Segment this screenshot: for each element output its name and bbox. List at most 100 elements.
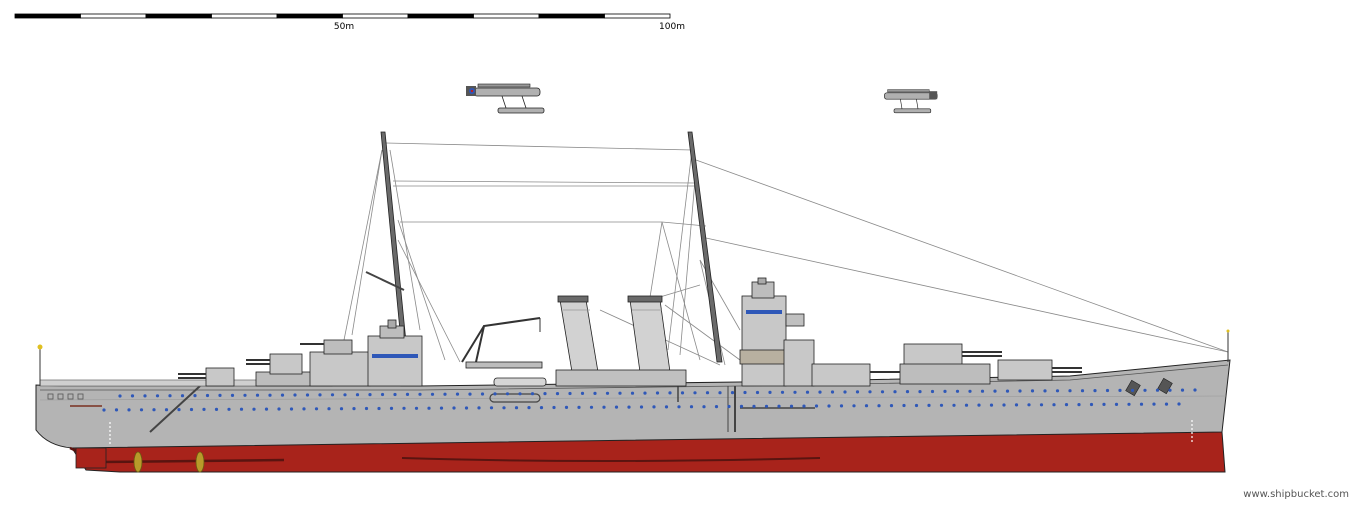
scale-bar-segment	[145, 13, 212, 19]
porthole	[993, 389, 997, 393]
scale-bar-segment	[473, 13, 540, 19]
porthole	[280, 393, 285, 397]
porthole	[764, 404, 769, 408]
porthole	[718, 391, 722, 395]
porthole	[802, 404, 806, 408]
porthole	[889, 404, 894, 408]
scale-bar-segment	[211, 13, 278, 19]
porthole	[177, 408, 181, 412]
porthole	[668, 391, 672, 395]
porthole	[1027, 403, 1031, 407]
porthole	[1064, 403, 1069, 407]
porthole	[1164, 402, 1169, 406]
aft-superstructure	[300, 319, 423, 387]
porthole	[205, 393, 210, 398]
turret-a	[997, 359, 1082, 381]
porthole	[789, 404, 794, 408]
porthole	[243, 393, 247, 397]
porthole	[405, 392, 410, 396]
porthole	[968, 389, 972, 393]
porthole	[952, 403, 956, 407]
porthole	[927, 403, 931, 407]
porthole	[730, 391, 735, 395]
porthole	[652, 405, 656, 409]
porthole	[364, 406, 369, 411]
porthole	[418, 392, 422, 396]
scale-bar-segments	[14, 13, 671, 19]
propeller-icon	[133, 451, 205, 473]
porthole	[1193, 388, 1197, 392]
porthole	[1077, 403, 1081, 407]
scale-bar-segment	[276, 13, 343, 19]
porthole	[180, 394, 185, 398]
seaplane-icon	[466, 83, 545, 114]
porthole	[605, 391, 610, 395]
porthole	[514, 406, 519, 410]
porthole	[1030, 389, 1035, 393]
porthole	[264, 407, 269, 411]
porthole	[827, 404, 831, 408]
bilge-keel	[401, 457, 821, 462]
porthole	[114, 408, 119, 412]
porthole	[818, 390, 822, 394]
scale-bar-segment	[407, 13, 474, 19]
porthole	[1152, 402, 1156, 406]
porthole	[1005, 389, 1010, 393]
porthole	[539, 406, 544, 410]
porthole	[402, 406, 406, 410]
aircraft-crane	[461, 317, 541, 363]
porthole	[1114, 402, 1119, 406]
porthole	[1039, 403, 1044, 407]
porthole	[780, 390, 785, 394]
porthole	[293, 393, 297, 397]
porthole	[902, 403, 906, 408]
porthole	[689, 405, 694, 409]
porthole	[314, 407, 319, 411]
flagstaff-stern	[37, 344, 43, 386]
porthole	[139, 408, 144, 412]
porthole	[1139, 402, 1144, 406]
porthole	[168, 394, 172, 398]
porthole	[630, 391, 635, 395]
porthole	[339, 407, 344, 411]
porthole	[489, 406, 494, 410]
porthole	[739, 404, 744, 408]
porthole	[939, 403, 944, 407]
flag-icon	[37, 344, 43, 350]
porthole	[868, 390, 872, 394]
mainmast	[687, 131, 723, 363]
flag-icon	[1226, 329, 1230, 333]
portholes	[102, 388, 1197, 412]
porthole	[164, 408, 169, 412]
porthole	[855, 390, 860, 394]
porthole	[602, 405, 606, 409]
porthole	[1018, 389, 1022, 393]
porthole	[455, 392, 460, 396]
ships-boat	[493, 377, 547, 387]
porthole	[843, 390, 847, 394]
porthole	[1102, 402, 1106, 406]
porthole	[289, 407, 294, 411]
scale-bar: 50m 100m	[14, 13, 685, 32]
porthole	[477, 406, 481, 410]
porthole	[143, 394, 147, 398]
porthole	[1155, 388, 1160, 392]
porthole	[618, 391, 622, 395]
porthole	[227, 407, 231, 411]
porthole	[905, 390, 910, 394]
porthole	[702, 405, 706, 409]
scale-bar-segment	[604, 13, 671, 19]
turret-b	[899, 343, 1002, 385]
porthole	[393, 392, 397, 397]
porthole	[693, 391, 697, 395]
porthole	[464, 406, 469, 410]
porthole	[1068, 389, 1072, 393]
porthole	[1177, 402, 1181, 406]
porthole	[1043, 389, 1047, 393]
porthole	[930, 389, 935, 394]
porthole	[768, 390, 772, 394]
turret-x	[178, 367, 235, 387]
porthole	[643, 391, 647, 395]
porthole	[202, 407, 206, 411]
